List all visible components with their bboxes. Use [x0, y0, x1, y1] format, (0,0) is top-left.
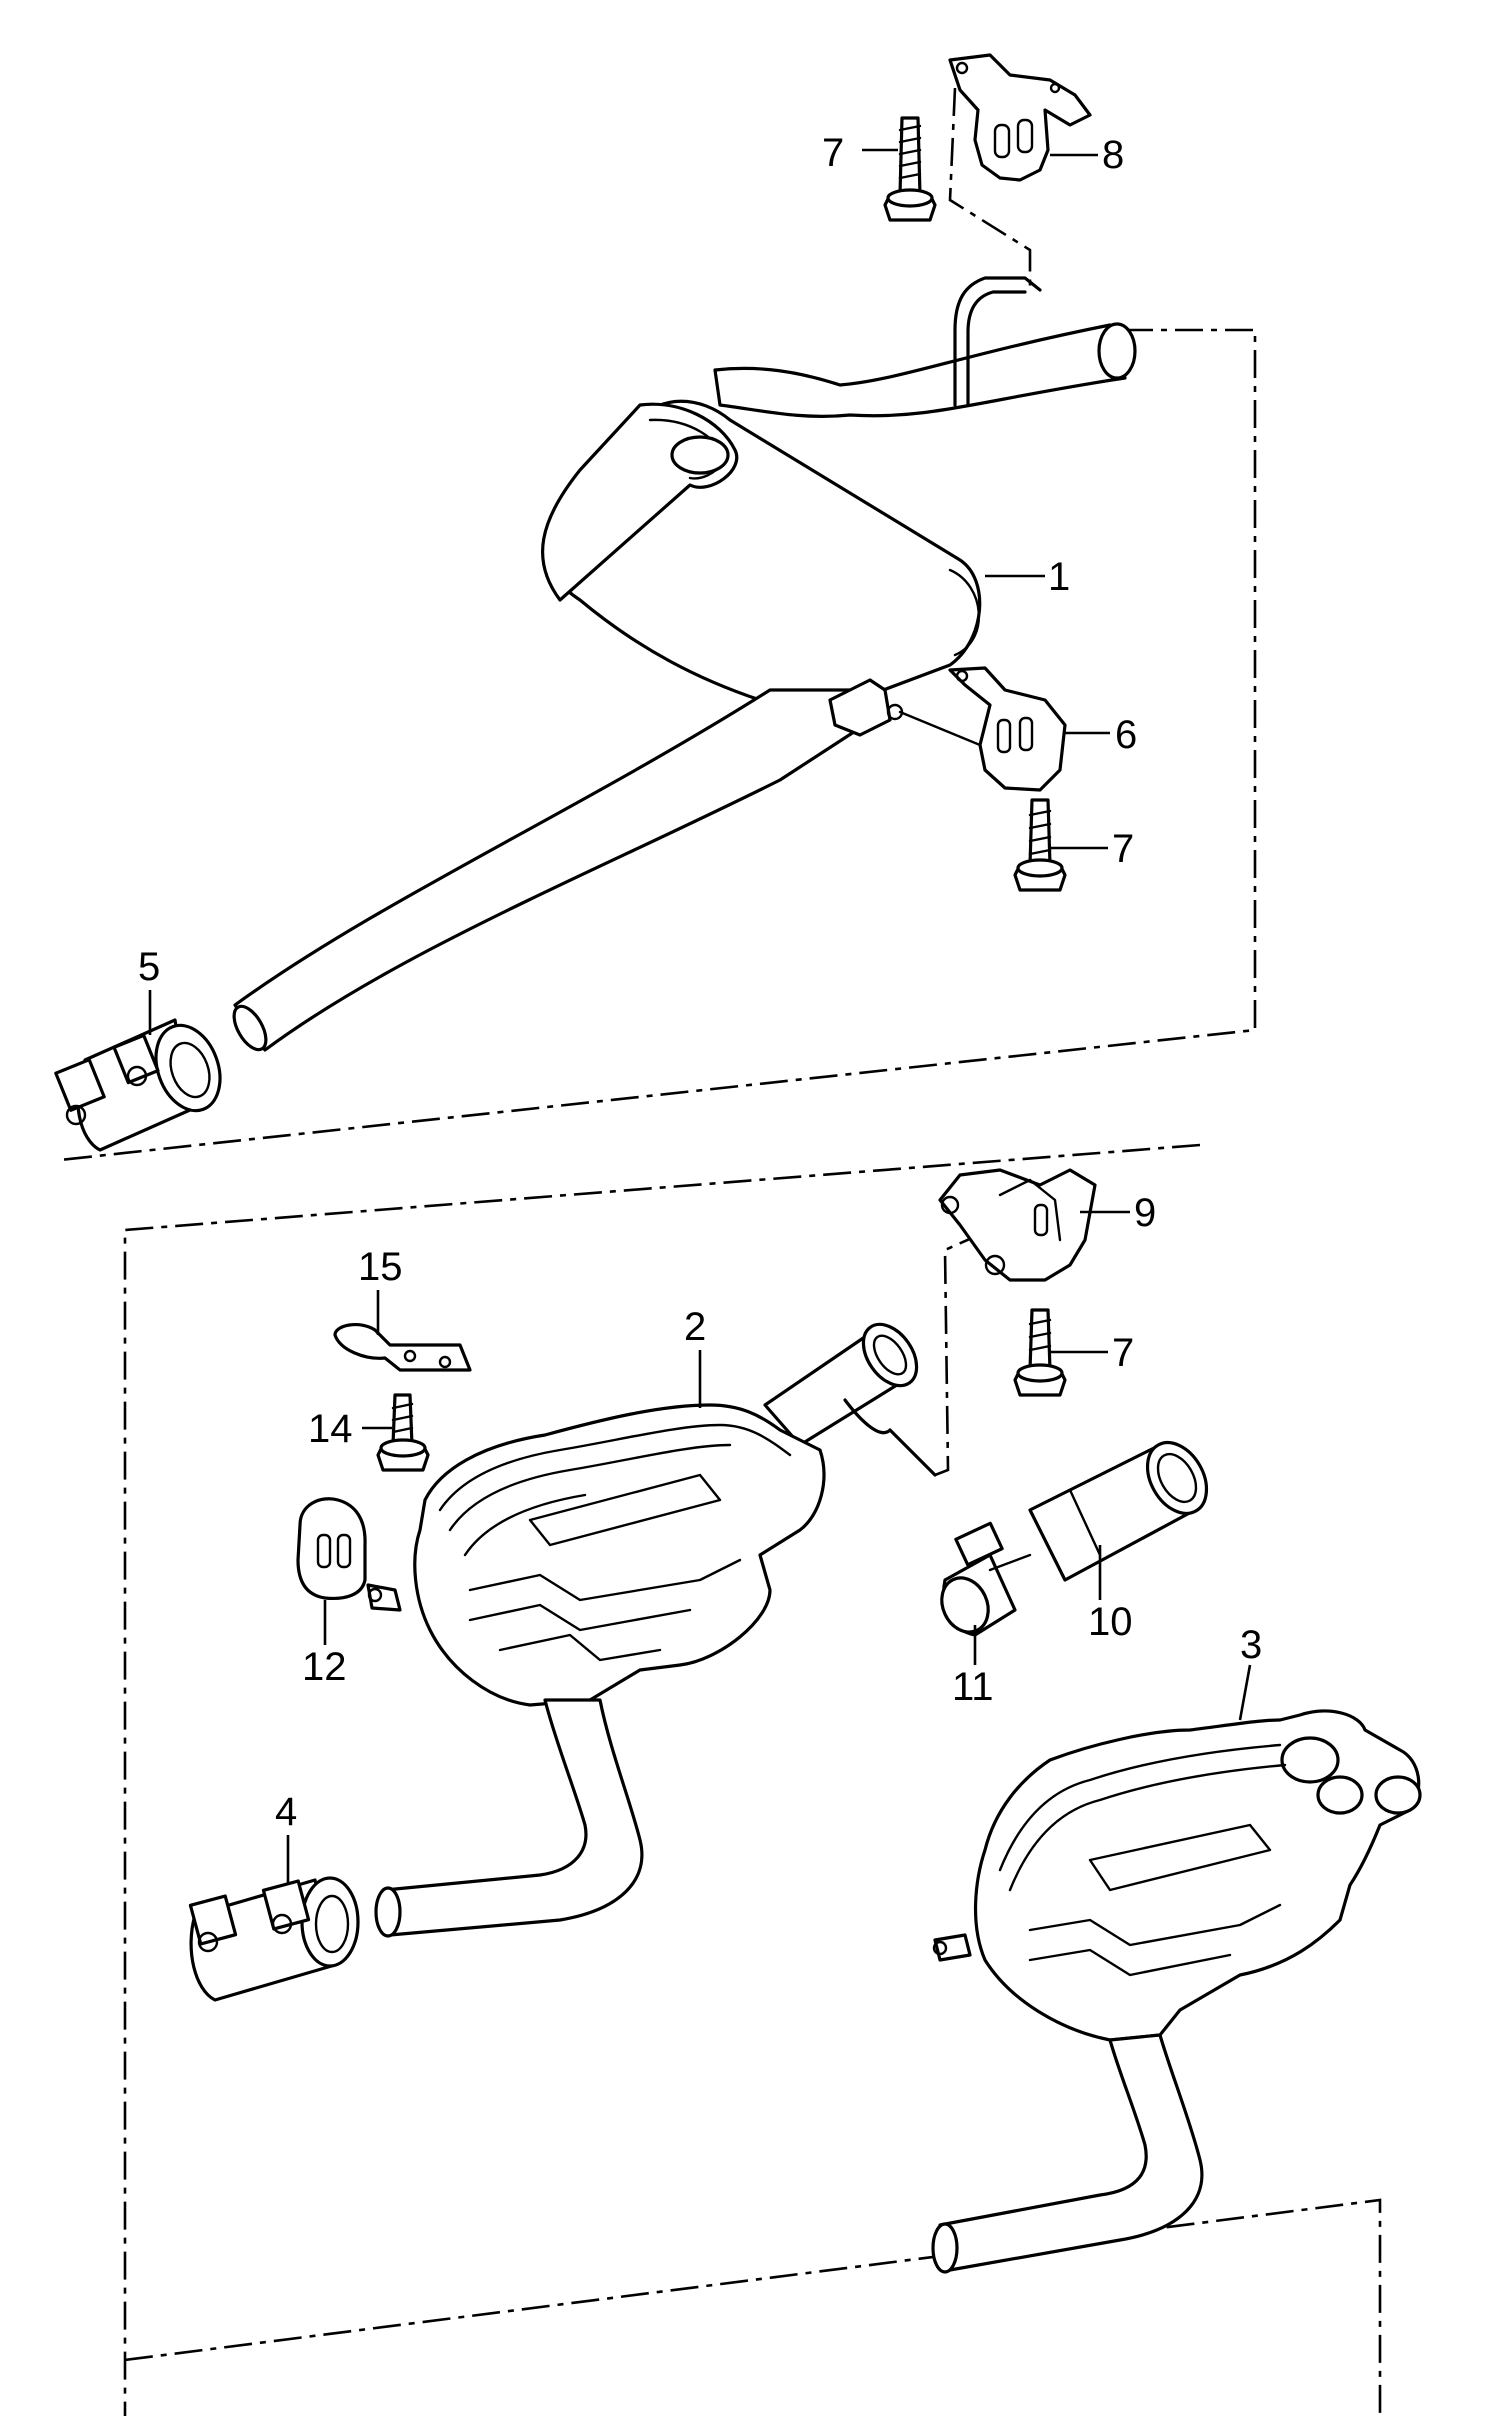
callout-10: 10 — [1088, 1600, 1133, 1644]
bolt-7-middle — [1013, 798, 1067, 892]
callout-4: 4 — [275, 1790, 297, 1834]
rubber-hanger-upper — [948, 53, 1092, 182]
dash-link-8-to-1 — [948, 87, 1032, 290]
dash-link-2-to-9 — [934, 1228, 991, 1477]
rubber-hanger-12 — [296, 1497, 402, 1612]
callout-11: 11 — [952, 1665, 994, 1709]
rear-muffler-3 — [931, 1709, 1422, 2274]
callout-7-lower: 7 — [1112, 1331, 1134, 1375]
callout-7-top: 7 — [822, 131, 844, 175]
bolt-7-lower — [1013, 1308, 1067, 1397]
callout-2: 2 — [684, 1305, 706, 1349]
rubber-hanger-middle — [948, 666, 1067, 792]
callout-8: 8 — [1102, 133, 1124, 177]
pipe-clamp-4 — [188, 1876, 360, 2002]
callout-6: 6 — [1115, 713, 1137, 757]
bolt-14 — [376, 1393, 430, 1472]
leader-lines — [148, 148, 1252, 1885]
bracket-15 — [333, 1322, 472, 1372]
middle-muffler — [232, 276, 1137, 1052]
clamp-11 — [940, 1521, 1032, 1637]
callout-3: 3 — [1240, 1623, 1262, 1667]
callout-5: 5 — [138, 945, 160, 989]
rubber-hanger-9 — [938, 1168, 1097, 1282]
callout-12: 12 — [302, 1645, 347, 1689]
callout-15: 15 — [358, 1245, 403, 1289]
callout-9: 9 — [1134, 1191, 1156, 1235]
callout-14: 14 — [308, 1407, 353, 1451]
assembly-frame-lower — [123, 1143, 1382, 2416]
dash-link-1-to-6 — [898, 710, 982, 747]
assembly-frame-upper — [59, 328, 1257, 1162]
rear-muffler-2 — [374, 1322, 937, 1938]
bolt-7-top — [883, 116, 937, 222]
tailpipe-tip-10 — [1028, 1441, 1209, 1582]
callout-7-middle: 7 — [1112, 827, 1134, 871]
pipe-clamp-5 — [54, 1018, 222, 1152]
callout-1: 1 — [1048, 555, 1070, 599]
